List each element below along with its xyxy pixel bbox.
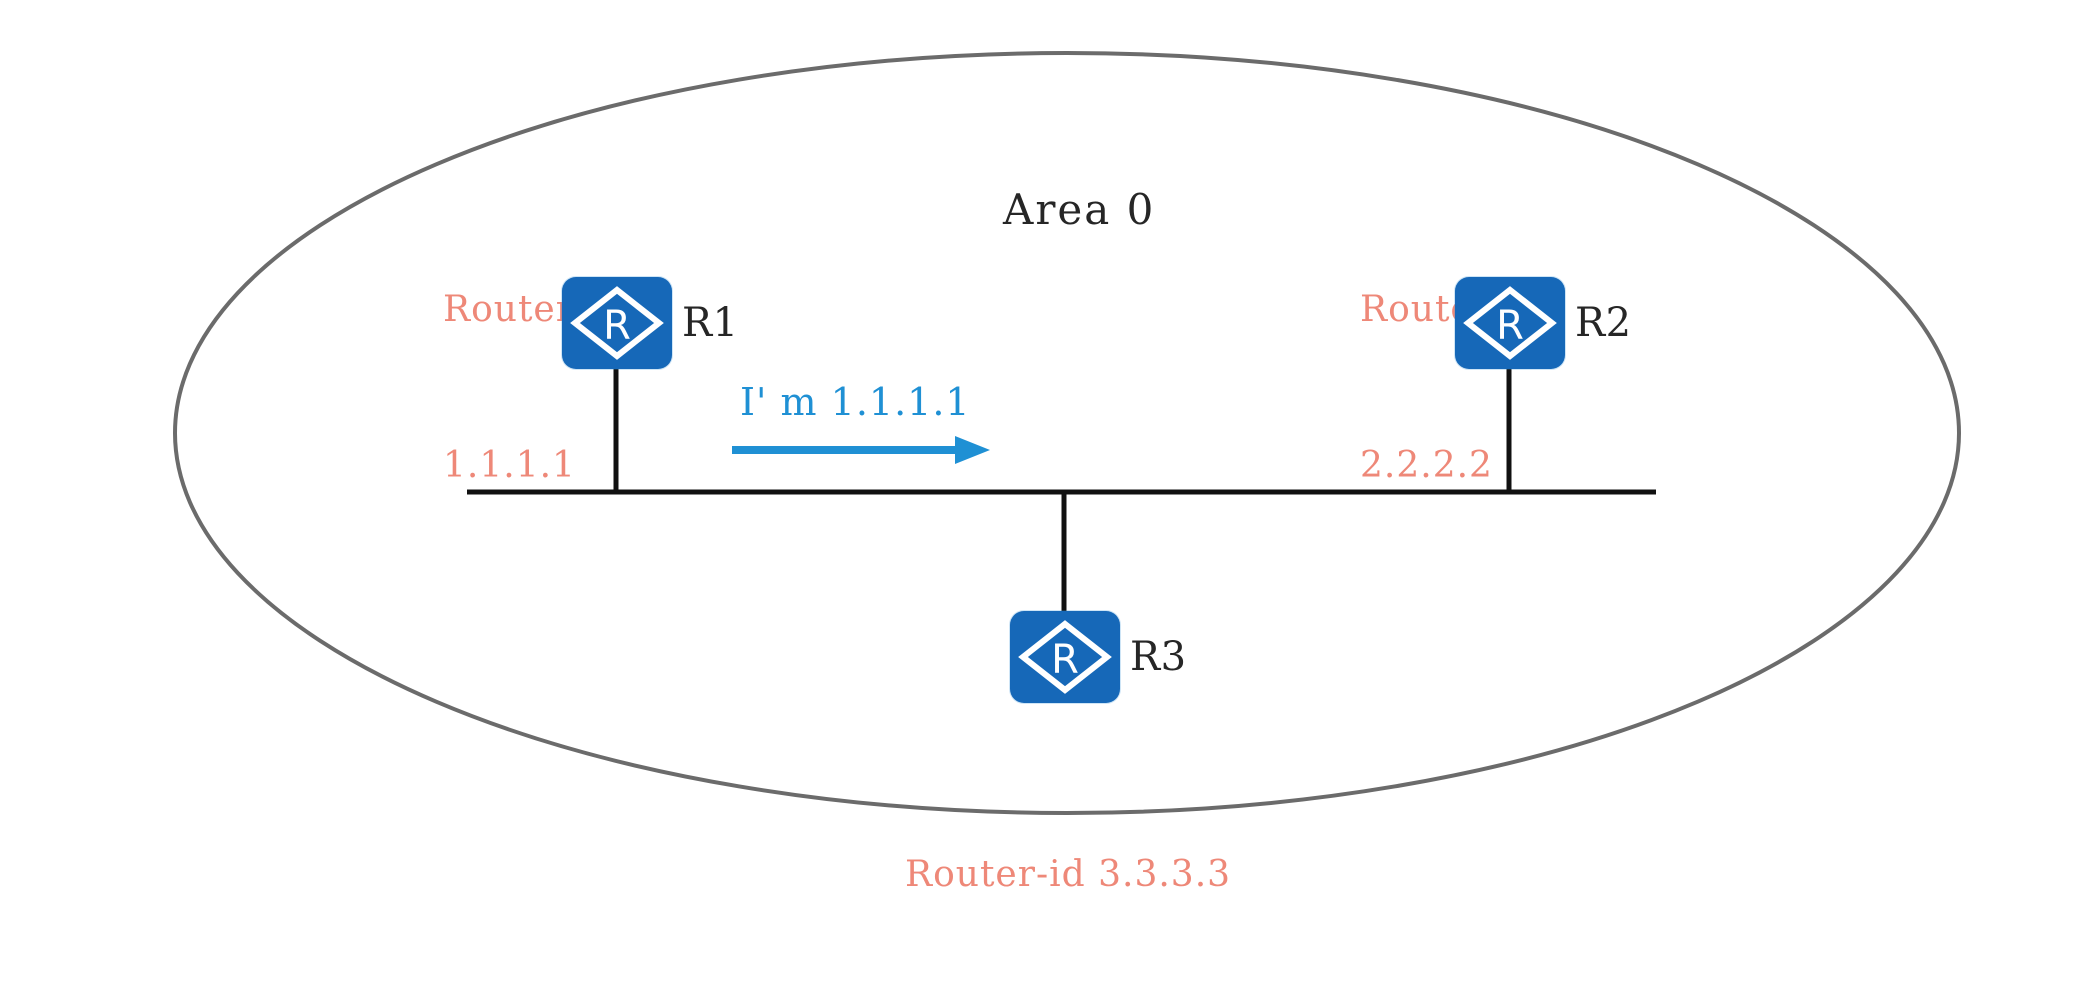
router-node-r2[interactable]: R R2 — [1455, 277, 1631, 369]
router-id-label-r3-line1: Router-id 3.3.3.3 — [905, 854, 1232, 895]
router-icon[interactable]: R — [562, 277, 672, 369]
router-id-label-r2: Router-id 2.2.2.2 — [1360, 180, 1541, 596]
router-id-label-r3: Router-id 3.3.3.3 — [905, 745, 1231, 1005]
area-label: Area 0 — [1003, 185, 1156, 234]
svg-text:R: R — [1051, 637, 1079, 683]
router-node-r3[interactable]: R R3 — [1010, 611, 1186, 703]
router-label-r3: R3 — [1130, 634, 1187, 680]
diagram-canvas: Area 0 Router-id 1.1.1.1 Router-id 2.2.2… — [173, 51, 1961, 895]
svg-text:R: R — [603, 303, 631, 349]
router-id-label-r2-line2: 2.2.2.2 — [1360, 445, 1493, 486]
ospf-area-boundary-ellipse — [173, 51, 1961, 815]
router-icon[interactable]: R — [1455, 277, 1565, 369]
router-id-label-r1-line2: 1.1.1.1 — [443, 445, 576, 486]
router-label-r1: R1 — [682, 300, 739, 346]
router-id-label-r1: Router-id 1.1.1.1 — [443, 180, 624, 596]
router-node-r1[interactable]: R R1 — [562, 277, 738, 369]
router-label-r2: R2 — [1575, 300, 1632, 346]
message-text-label: I' m 1.1.1.1 — [740, 380, 971, 424]
svg-text:R: R — [1496, 303, 1524, 349]
router-icon[interactable]: R — [1010, 611, 1120, 703]
diagram-vector-layer — [173, 51, 1961, 815]
message-direction-arrow — [732, 436, 990, 464]
